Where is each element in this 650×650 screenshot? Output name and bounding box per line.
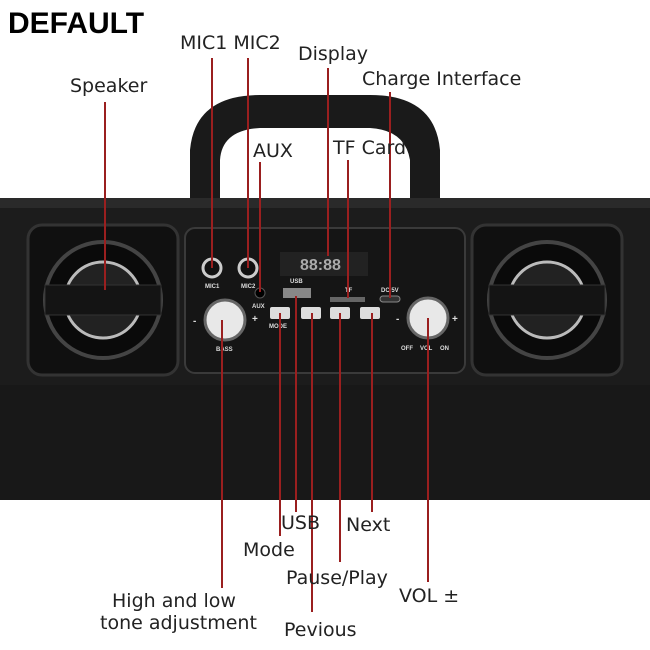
label-previous: Pevious <box>284 619 357 641</box>
usb-label: USB <box>290 279 303 285</box>
vol-minus: - <box>396 314 399 325</box>
label-mode: Mode <box>243 539 295 561</box>
label-usb: USB <box>281 512 320 534</box>
right-speaker <box>470 223 624 377</box>
tf-slot[interactable] <box>330 297 365 302</box>
label-mic: MIC1 MIC2 <box>180 32 281 54</box>
label-vol: VOL ± <box>399 585 459 607</box>
vol-label: VOL <box>420 346 433 352</box>
usb-port[interactable] <box>283 288 311 298</box>
bass-knob[interactable] <box>203 298 247 342</box>
display <box>280 252 368 276</box>
watermark: DEFAULT <box>8 7 144 40</box>
aux-label: AUX <box>252 304 265 310</box>
vol-plus: + <box>452 314 458 325</box>
mode-label: MODE <box>269 324 287 330</box>
mic2-label: MIC2 <box>241 284 256 290</box>
bass-label: BASS <box>216 347 233 353</box>
label-charge-interface: Charge Interface <box>362 68 521 90</box>
display-digits: 88:88 <box>300 257 341 274</box>
label-tone-line2: tone adjustment <box>100 612 257 634</box>
mic1-label: MIC1 <box>205 284 220 290</box>
handle <box>190 95 440 200</box>
left-speaker <box>26 223 180 377</box>
bass-minus: - <box>193 316 196 327</box>
off-label: OFF <box>401 346 413 352</box>
label-speaker: Speaker <box>70 75 147 97</box>
label-aux: AUX <box>253 140 293 162</box>
on-label: ON <box>440 346 449 352</box>
label-next: Next <box>346 514 390 536</box>
label-pause-play: Pause/Play <box>286 567 388 589</box>
next-button[interactable] <box>360 307 380 319</box>
label-display: Display <box>298 43 368 65</box>
leader-lines <box>104 58 429 612</box>
label-tf-card: TF Card <box>332 137 406 159</box>
bass-plus: + <box>252 314 258 325</box>
label-tone-line1: High and low <box>112 590 236 612</box>
